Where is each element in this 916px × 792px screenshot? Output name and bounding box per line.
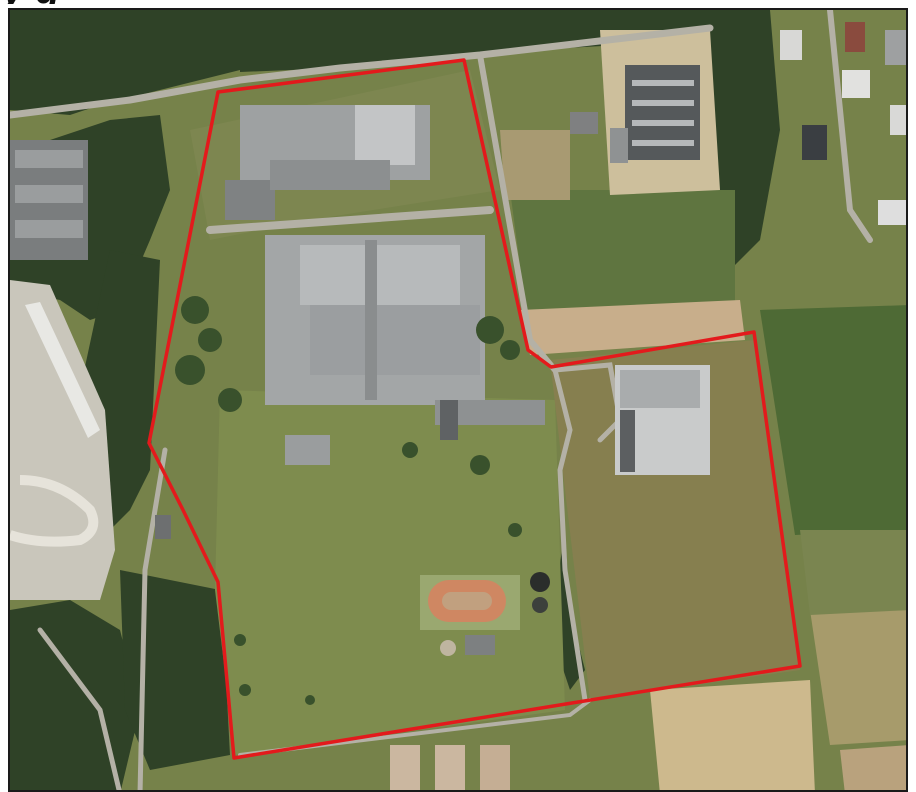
map-frame[interactable] [8,8,908,792]
treatment-tank [530,572,550,592]
site-boundary [147,58,802,760]
runway-area [10,280,115,600]
tree-clusters [175,296,522,705]
roads [10,10,873,790]
page-title-fragment: y g [2,0,202,4]
facility-features [420,572,550,656]
buildings [10,22,906,655]
aerial-map[interactable] [10,10,908,792]
